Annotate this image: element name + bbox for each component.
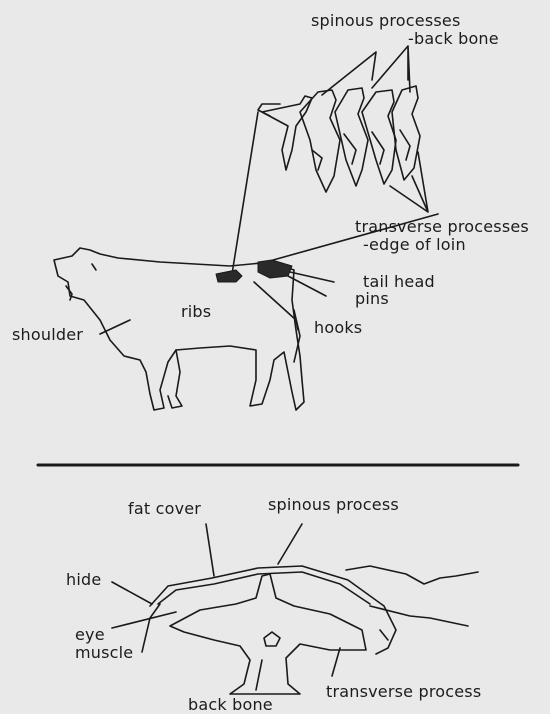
transverse-processes-line2: -edge of loin bbox=[355, 236, 529, 254]
cow-leader-lines bbox=[100, 272, 334, 334]
spinous-processes-line2: -back bone bbox=[311, 30, 499, 48]
transverse-processes-label: transverse processes -edge of loin bbox=[355, 218, 529, 254]
shoulder-label: shoulder bbox=[12, 326, 83, 344]
hide-label: hide bbox=[66, 571, 101, 589]
spinous-process-label: spinous process bbox=[268, 496, 399, 514]
eye-muscle-line1: eye bbox=[75, 626, 133, 644]
back-bone-label: back bone bbox=[188, 696, 273, 714]
spinous-processes-label: spinous processes -back bone bbox=[311, 12, 499, 48]
pins-label: pins bbox=[355, 290, 389, 308]
transverse-processes-line1: transverse processes bbox=[355, 218, 529, 236]
ribs-label: ribs bbox=[181, 303, 211, 321]
fat-cover-label: fat cover bbox=[128, 500, 201, 518]
spinous-processes-line1: spinous processes bbox=[311, 12, 499, 30]
cross-section-illustration bbox=[112, 524, 478, 694]
eye-muscle-label: eye muscle bbox=[75, 626, 133, 662]
transverse-process-label: transverse process bbox=[326, 683, 481, 701]
hooks-label: hooks bbox=[314, 319, 362, 337]
eye-muscle-line2: muscle bbox=[75, 644, 133, 662]
